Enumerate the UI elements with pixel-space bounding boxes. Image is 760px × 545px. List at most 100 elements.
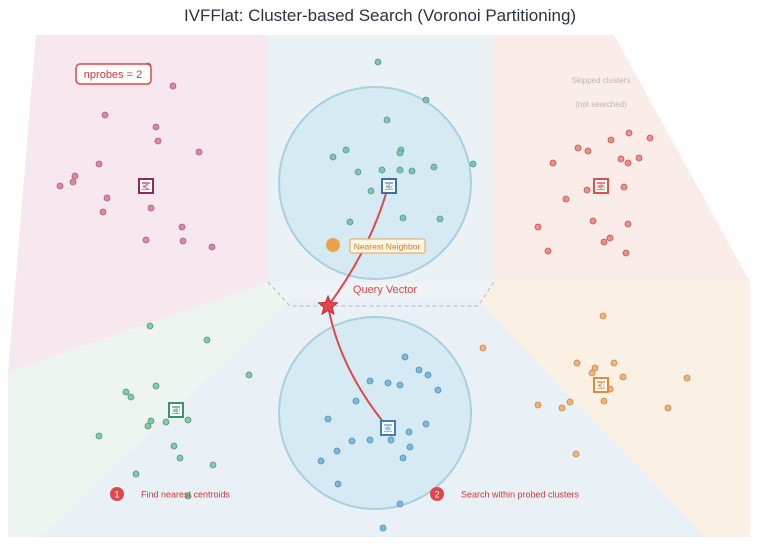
data-point (383, 116, 391, 124)
data-point (366, 377, 374, 385)
step-2: 2 Search within probed clusters (430, 487, 580, 501)
data-point (122, 388, 130, 396)
data-point (408, 167, 416, 175)
data-point (573, 359, 581, 367)
data-point (610, 359, 618, 367)
data-point (401, 353, 409, 361)
data-points (56, 58, 691, 532)
data-point (424, 371, 432, 379)
data-point (591, 364, 599, 372)
step-2-label: Search within probed clusters (461, 490, 580, 500)
data-point (317, 457, 325, 465)
data-point (374, 58, 382, 66)
nearest-neighbor-point (326, 238, 340, 252)
data-point (170, 442, 178, 450)
data-point (600, 397, 608, 405)
data-point (184, 416, 192, 424)
data-point (147, 417, 155, 425)
data-point (178, 223, 186, 231)
data-point (422, 96, 430, 104)
data-point (144, 422, 152, 430)
data-point (562, 195, 570, 203)
data-point (354, 168, 362, 176)
data-point (606, 234, 614, 242)
data-point (617, 155, 625, 163)
data-point (209, 461, 217, 469)
centroid-c5: C5 (381, 178, 397, 194)
data-point (607, 136, 615, 144)
data-point (566, 398, 574, 406)
data-point (334, 480, 342, 488)
data-point (396, 149, 404, 157)
query-vector-label: Query Vector (353, 284, 418, 296)
centroid-label-c6: C6 (596, 382, 606, 390)
data-point (195, 148, 203, 156)
data-point (95, 432, 103, 440)
data-point (588, 369, 596, 377)
probe-circle-c5 (278, 86, 472, 280)
region-c6 (478, 282, 750, 537)
data-point (101, 111, 109, 119)
region-c4 (8, 35, 268, 372)
data-point (558, 404, 566, 412)
centroid-label-c5: C5 (384, 183, 394, 191)
data-point (399, 214, 407, 222)
data-point (179, 237, 187, 245)
data-point (664, 404, 672, 412)
data-point (245, 371, 253, 379)
data-point (422, 420, 430, 428)
step-1-label: Find nearest centroids (141, 490, 231, 500)
centroid-label-c1: C1 (171, 407, 181, 415)
data-point (71, 172, 79, 180)
data-point (396, 381, 404, 389)
data-point (99, 208, 107, 216)
data-point (479, 344, 487, 352)
data-point (405, 428, 413, 436)
step-2-number: 2 (434, 490, 439, 500)
probe-circle-c3 (278, 316, 472, 510)
data-point (387, 436, 395, 444)
data-point (624, 159, 632, 167)
diagram-title: IVFFlat: Cluster-based Search (Voronoi P… (183, 6, 577, 25)
data-point (366, 436, 374, 444)
data-point (622, 249, 630, 257)
data-point (162, 418, 170, 426)
data-point (415, 366, 423, 374)
data-point (534, 401, 542, 409)
data-point (436, 215, 444, 223)
data-point (154, 137, 162, 145)
data-point (208, 243, 216, 251)
data-point (342, 146, 350, 154)
data-point (469, 160, 477, 168)
data-point (132, 470, 140, 478)
data-point (176, 454, 184, 462)
data-point (574, 144, 582, 152)
centroid-c4: C4 (138, 178, 154, 194)
data-point (620, 183, 628, 191)
centroid-label-c4: C4 (141, 183, 151, 191)
data-point (683, 374, 691, 382)
data-point (352, 397, 360, 405)
centroid-label-c3: C3 (383, 425, 393, 433)
data-point (583, 186, 591, 194)
data-point (203, 336, 211, 344)
step-1-number: 1 (114, 490, 119, 500)
data-point (184, 492, 192, 500)
data-point (635, 154, 643, 162)
data-point (589, 217, 597, 225)
data-point (624, 220, 632, 228)
data-point (169, 82, 177, 90)
data-point (384, 379, 392, 387)
data-point (572, 450, 580, 458)
nprobes-label: nprobes = 2 (84, 69, 142, 81)
data-point (69, 178, 77, 186)
data-point (333, 447, 341, 455)
data-point (430, 163, 438, 171)
data-point (147, 204, 155, 212)
skipped-label-line2: (not searched) (575, 100, 627, 109)
data-point (152, 382, 160, 390)
data-point (324, 415, 332, 423)
data-point (367, 187, 375, 195)
